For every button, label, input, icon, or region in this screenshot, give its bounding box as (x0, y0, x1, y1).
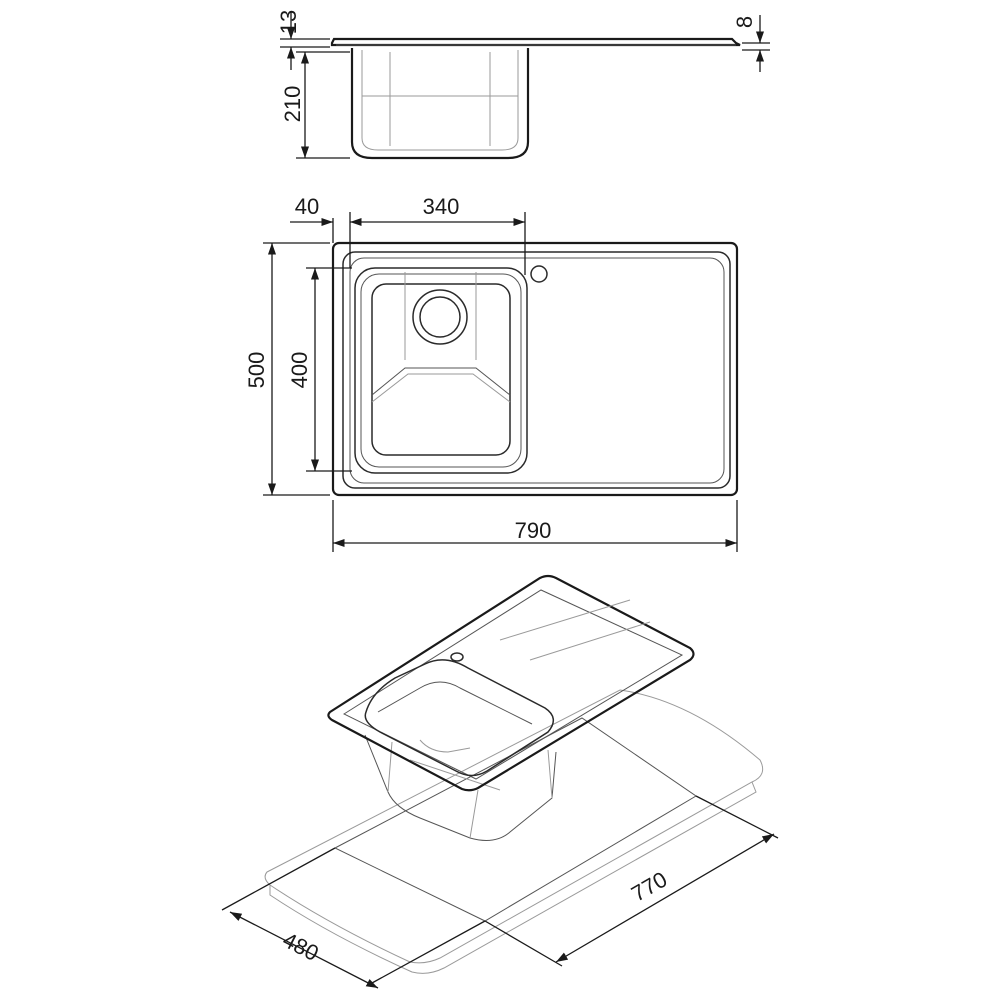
dim-bowl-depth-label: 210 (280, 86, 305, 123)
dimension-790: 790 (332, 500, 738, 552)
dim-edge-offset-label: 40 (295, 194, 319, 219)
dimension-40: 40 (290, 194, 334, 243)
dimension-340: 340 (349, 194, 526, 275)
dimension-500: 500 (244, 242, 330, 496)
dim-bowl-length-label: 400 (287, 352, 312, 389)
dimension-8: 8 (732, 15, 770, 72)
dim-overall-depth-label: 500 (244, 352, 269, 389)
dim-top-thickness-label: 13 (276, 10, 301, 34)
dim-bowl-width-label: 340 (423, 194, 460, 219)
iso-sink-plate (327, 574, 695, 792)
dim-overall-width-label: 790 (515, 518, 552, 543)
dimension-400: 400 (287, 267, 352, 472)
dimension-770: 770 (484, 795, 779, 967)
countertop (264, 689, 764, 974)
side-section-view (330, 37, 741, 160)
top-plan-view (331, 241, 739, 497)
dim-cutout-depth-label: 480 (279, 927, 323, 966)
dimension-210: 210 (280, 51, 350, 159)
dimension-13: 13 (276, 10, 330, 70)
isometric-view: 480 770 (221, 574, 779, 989)
dim-rim-thickness-label: 8 (732, 16, 757, 28)
dim-cutout-width-label: 770 (627, 867, 671, 907)
